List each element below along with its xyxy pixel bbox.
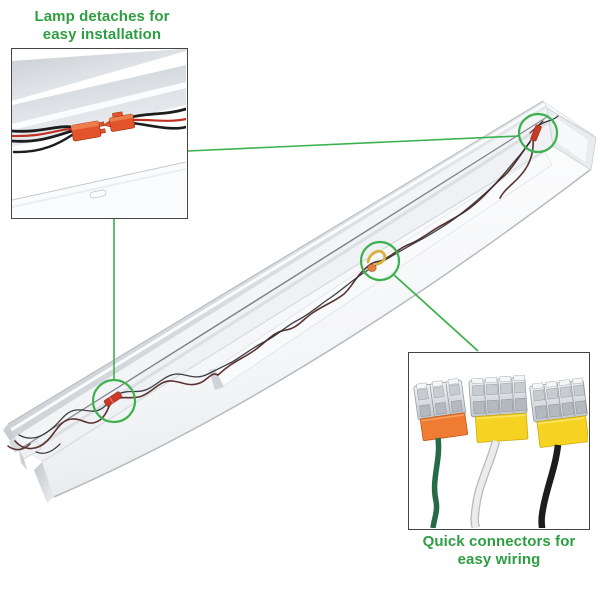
callout-line-detach-horizontal	[187, 135, 520, 152]
quick-connector-orange	[413, 378, 469, 441]
quick-connector-yellow-middle	[468, 374, 529, 443]
callout-wiring-line1: Quick connectors for	[422, 533, 576, 550]
plug-wires	[12, 107, 186, 154]
callout-text-detach: Lamp detaches for easy installation	[2, 8, 202, 43]
inline-connector-middle	[366, 249, 387, 272]
light-fixture-body	[3, 100, 597, 503]
inset-fixture-edges	[12, 49, 186, 217]
detach-plug-inset-image	[11, 48, 188, 219]
callout-wiring-line2: easy wiring	[457, 550, 541, 568]
quick-connector-yellow-right	[529, 377, 588, 448]
callout-line-wiring	[392, 273, 479, 352]
annotation-overlay	[91, 112, 559, 424]
highlight-circle-left	[91, 378, 137, 424]
plug-female	[70, 120, 106, 142]
callout-detach-line2: easy installation	[42, 25, 162, 43]
highlight-circle-middle	[359, 240, 401, 282]
inline-plug-connector-right	[530, 124, 542, 142]
inline-plug-connector-left	[103, 391, 123, 407]
highlight-circle-right	[517, 112, 559, 154]
plug-male	[102, 111, 136, 132]
callout-text-wiring: Quick connectors for easy wiring	[404, 533, 594, 568]
callout-detach-line1: Lamp detaches for	[34, 8, 170, 25]
quick-connectors-inset-image	[408, 352, 590, 530]
